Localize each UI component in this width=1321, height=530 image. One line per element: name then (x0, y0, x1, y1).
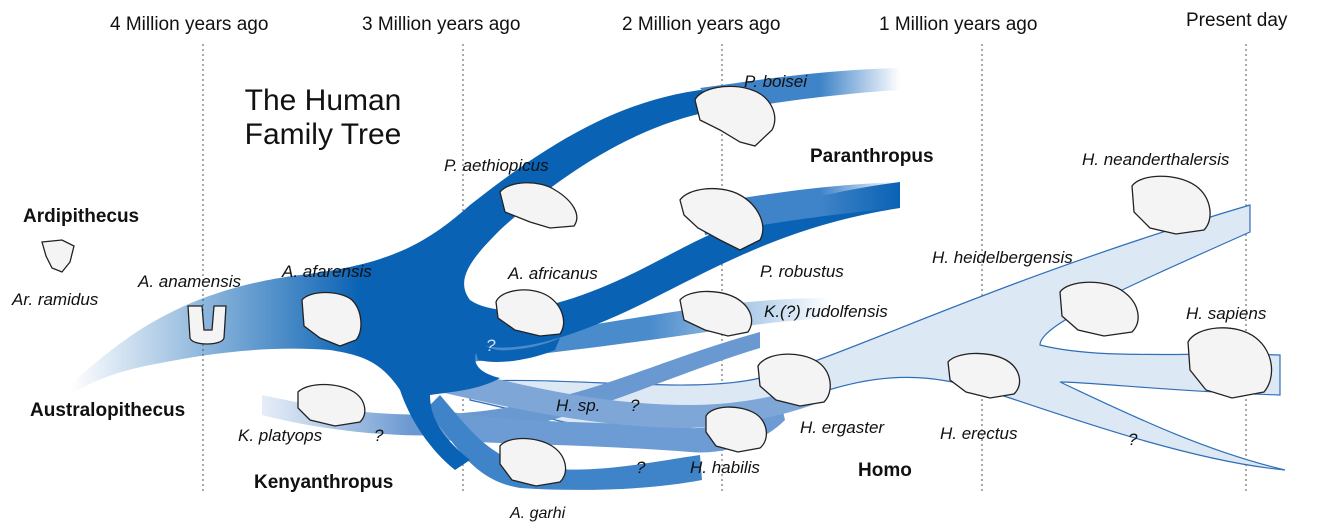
uncertain-mark-africanus: ? (486, 336, 495, 356)
uncertain-mark-h-sp: ? (630, 396, 639, 416)
species-a-afarensis: A. afarensis (282, 262, 372, 282)
genus-ardipithecus: Ardipithecus (23, 206, 139, 228)
species-ar-ramidus: Ar. ramidus (12, 290, 98, 310)
species-h-habilis: H. habilis (690, 458, 760, 478)
genus-paranthropus: Paranthropus (810, 146, 934, 168)
time-2mya: 2 Million years ago (622, 14, 780, 36)
species-h-ergaster: H. ergaster (800, 418, 884, 438)
species-p-boisei: P. boisei (744, 72, 807, 92)
title-line-2: Family Tree (236, 118, 410, 152)
species-k-platyops: K. platyops (238, 426, 322, 446)
species-h-sapiens: H. sapiens (1186, 304, 1266, 324)
skull-ar-ramidus-icon (42, 240, 74, 272)
species-h-erectus: H. erectus (940, 424, 1017, 444)
species-a-garhi: A. garhi (510, 505, 565, 523)
genus-homo: Homo (858, 460, 912, 482)
species-p-aethiopicus: P. aethiopicus (444, 156, 549, 176)
time-present: Present day (1186, 10, 1287, 32)
diagram-title: The Human Family Tree (236, 84, 410, 152)
genus-australopithecus: Australopithecus (30, 400, 185, 422)
uncertain-mark-erectus: ? (1128, 430, 1137, 450)
genus-kenyanthropus: Kenyanthropus (254, 472, 393, 494)
skull-h-heidelbergensis-icon (1060, 282, 1138, 336)
species-h-sp: H. sp. (556, 396, 600, 416)
species-k-rudolfensis: K.(?) rudolfensis (764, 302, 888, 322)
species-a-anamensis: A. anamensis (138, 272, 241, 292)
uncertain-mark-garhi: ? (636, 458, 645, 478)
time-3mya: 3 Million years ago (362, 14, 520, 36)
time-4mya: 4 Million years ago (110, 14, 268, 36)
species-h-heidelbergensis: H. heidelbergensis (932, 248, 1073, 268)
title-line-1: The Human (236, 84, 410, 118)
species-p-robustus: P. robustus (760, 262, 844, 282)
species-h-neanderthalensis: H. neanderthalersis (1082, 150, 1229, 170)
uncertain-mark-platyops: ? (374, 426, 383, 446)
skull-h-neanderthalensis-icon (1132, 176, 1210, 234)
species-a-africanus: A. africanus (508, 264, 598, 284)
skull-p-boisei-icon (695, 86, 775, 146)
skull-p-aethiopicus-icon (500, 183, 577, 228)
time-1mya: 1 Million years ago (879, 14, 1037, 36)
